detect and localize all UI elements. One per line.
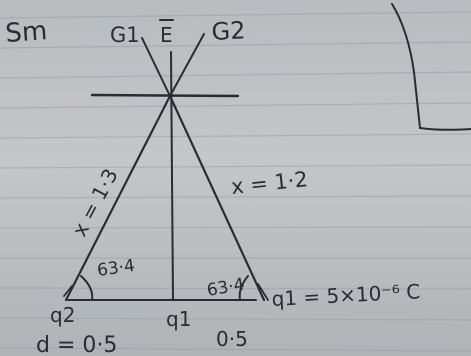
label-g1: G1 bbox=[110, 23, 140, 47]
label-dist-right: 0·5 bbox=[216, 327, 248, 351]
angle-arc-left bbox=[80, 275, 94, 301]
field-line-g1 bbox=[141, 37, 171, 97]
right-side-line bbox=[168, 94, 266, 302]
label-g2: G2 bbox=[211, 16, 246, 46]
label-angle-left: 63·4 bbox=[96, 256, 136, 281]
label-sm: Sm bbox=[4, 16, 48, 49]
ruled-lines bbox=[0, 11, 471, 352]
horizontal-top-line bbox=[90, 93, 240, 98]
angle-arc-right bbox=[238, 275, 249, 301]
label-e: E bbox=[160, 23, 173, 47]
tick-right bbox=[257, 283, 269, 301]
corner-box bbox=[391, 3, 471, 131]
label-charge-mid: q1 bbox=[166, 307, 191, 331]
field-line-g2 bbox=[169, 33, 205, 97]
label-x12: x = 1·2 bbox=[230, 167, 309, 199]
left-side-line bbox=[64, 94, 172, 302]
label-dist-left: d = 0·5 bbox=[36, 333, 117, 356]
label-charge-left: q2 bbox=[50, 303, 75, 327]
tick-left bbox=[63, 285, 73, 297]
label-charge-right: q1 = 5×10⁻⁶ C bbox=[271, 279, 421, 311]
label-x13: x = 1·3 bbox=[67, 165, 123, 241]
